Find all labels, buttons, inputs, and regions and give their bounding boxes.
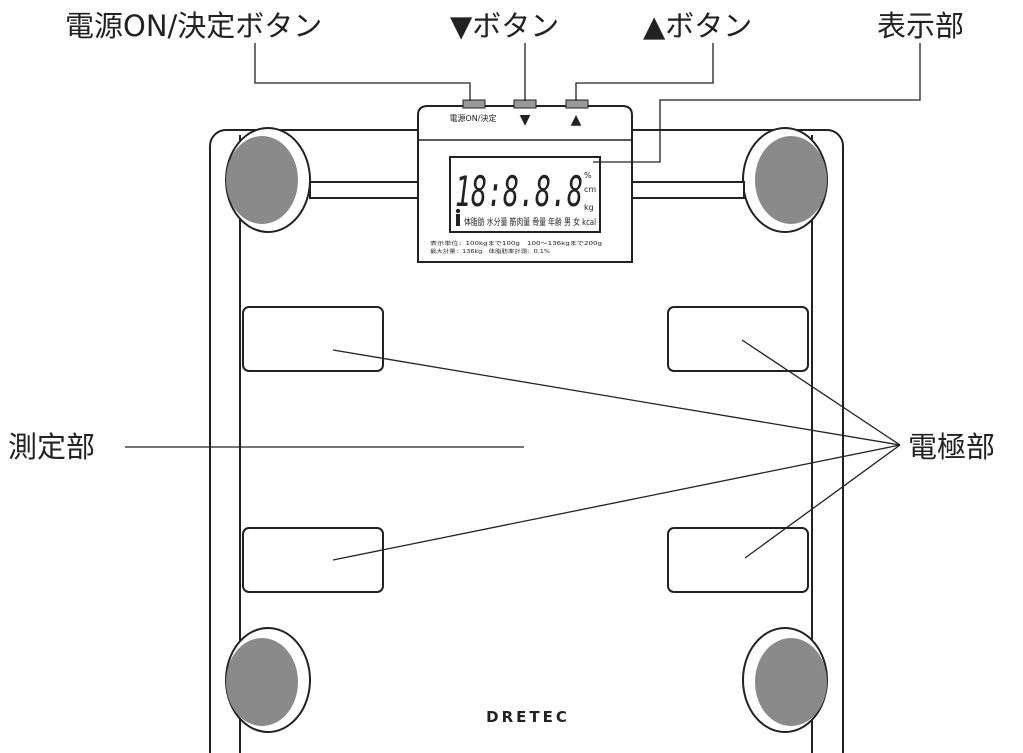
foot-pad-bottom-right — [742, 627, 828, 733]
down-button-symbol: ▼ — [520, 112, 531, 128]
display-leader-line — [593, 43, 921, 163]
down-button[interactable] — [513, 99, 537, 109]
spec-line-2: 最大計量：136kg 体脂肪率計測：0.1% — [430, 248, 550, 255]
foot-pad-top-left — [225, 127, 311, 233]
spec-line-1: 表示単位：100kgまで100g 100〜136kgまで200g — [430, 240, 602, 247]
callout-down-button: ▼ボタン — [450, 9, 559, 43]
power-button-label: 電源ON/決定 — [450, 113, 497, 123]
electrode-top-right — [667, 306, 809, 372]
lcd-unit-kg: kg — [584, 203, 594, 212]
callout-power-button: 電源ON/決定ボタン — [65, 9, 322, 43]
brand-logo: DRETEC — [486, 708, 570, 726]
lcd-indicators: 体脂肪 水分量 筋肉量 骨量 年齢 男 女 kcal — [464, 216, 596, 228]
lcd-digits: 18:8.8.8 — [455, 167, 583, 216]
up-button[interactable] — [565, 99, 589, 109]
callout-electrode: 電極部 — [908, 430, 995, 464]
left-connector-bar — [309, 181, 419, 199]
electrode-bottom-left — [242, 527, 384, 593]
up-button-symbol: ▲ — [571, 112, 582, 128]
lcd-screen — [449, 156, 601, 233]
callout-display: 表示部 — [877, 9, 964, 43]
electrode-top-left — [242, 306, 384, 372]
power-leader-line — [254, 43, 471, 101]
up-leader-line — [575, 43, 714, 101]
callout-measure: 測定部 — [8, 430, 95, 464]
power-button[interactable] — [462, 99, 486, 109]
callout-up-button: ▲ボタン — [643, 9, 752, 43]
electrode-bottom-right — [667, 527, 809, 593]
foot-pad-bottom-left — [225, 627, 311, 733]
lcd-unit-percent: % — [584, 171, 592, 180]
right-connector-bar — [631, 181, 745, 199]
lcd-unit-cm: cm — [584, 185, 596, 194]
person-icon — [455, 208, 461, 226]
electrode-leader-lines — [332, 339, 901, 561]
foot-pad-top-right — [742, 127, 828, 233]
